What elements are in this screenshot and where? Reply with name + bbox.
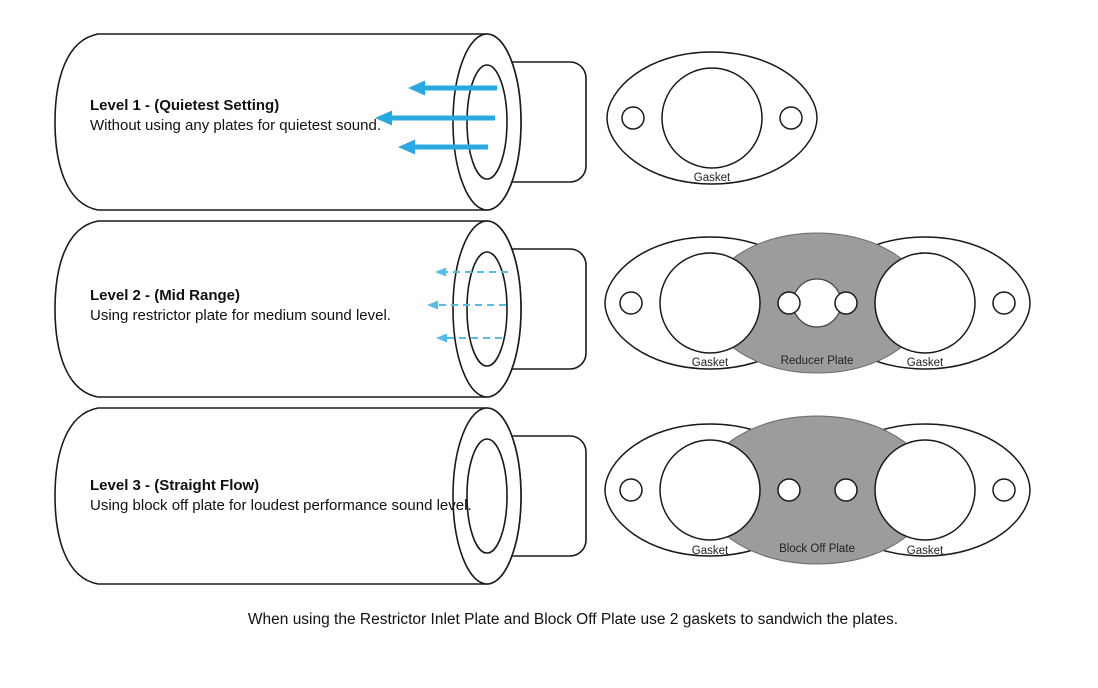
- level-2-caption: Level 2 - (Mid Range) Using restrictor p…: [90, 287, 570, 324]
- plate-label: Reducer Plate: [781, 355, 854, 367]
- plate-diagram-level-2: Gasket Reducer Plate Gasket: [604, 232, 1031, 374]
- center-hole: [874, 439, 976, 541]
- center-hole: [661, 67, 763, 169]
- muffler-illustration-level-1: [54, 33, 587, 211]
- bolt-hole: [777, 478, 801, 502]
- gasket-label: Gasket: [907, 545, 944, 557]
- flow-arrow-icon: [398, 139, 488, 155]
- center-hole: [874, 252, 976, 354]
- footer-note: When using the Restrictor Inlet Plate an…: [247, 611, 899, 628]
- gasket-shape-left: [604, 423, 816, 557]
- center-hole: [659, 439, 761, 541]
- bolt-hole: [777, 291, 801, 315]
- bolt-hole: [779, 106, 803, 130]
- plate-label: Block Off Plate: [779, 543, 855, 555]
- gasket-shape: Gasket: [606, 51, 818, 185]
- gasket-label: Gasket: [692, 545, 729, 557]
- plate-diagram-level-3: Gasket Block Off Plate Gasket: [604, 415, 1031, 565]
- level-2-title: Level 2 - (Mid Range): [90, 287, 241, 304]
- level-1-desc: Without using any plates for quietest so…: [90, 117, 382, 134]
- muffler-illustration-level-2: [54, 220, 587, 398]
- level-1-caption: Level 1 - (Quietest Setting) Without usi…: [90, 97, 570, 134]
- level-1-title: Level 1 - (Quietest Setting): [90, 97, 280, 114]
- gasket-shape-left: [604, 236, 816, 370]
- bolt-hole: [834, 291, 858, 315]
- gasket-label: Gasket: [694, 172, 731, 184]
- flow-arrow-dashed-icon: [427, 300, 506, 310]
- flow-arrow-dashed-icon: [435, 267, 508, 277]
- center-hole: [659, 252, 761, 354]
- plate-diagram-level-1: Gasket: [606, 51, 818, 185]
- level-2-desc: Using restrictor plate for medium sound …: [90, 307, 391, 324]
- flow-arrow-dashed-icon: [436, 333, 502, 343]
- gasket-label: Gasket: [907, 357, 944, 369]
- gasket-overlays: [659, 252, 976, 354]
- level-3-title: Level 3 - (Straight Flow): [90, 477, 260, 494]
- bolt-hole: [834, 478, 858, 502]
- gasket-shape-right: [819, 236, 1031, 370]
- gasket-overlays: [659, 439, 976, 541]
- bolt-hole: [619, 478, 643, 502]
- flow-arrow-icon: [408, 80, 497, 96]
- bolt-hole: [992, 291, 1016, 315]
- gasket-label: Gasket: [692, 357, 729, 369]
- level-3-desc: Using block off plate for loudest perfor…: [90, 497, 472, 514]
- flow-arrow-icon: [375, 110, 495, 126]
- bolt-hole: [619, 291, 643, 315]
- bolt-hole: [621, 106, 645, 130]
- level-3-caption: Level 3 - (Straight Flow) Using block of…: [90, 477, 570, 514]
- bolt-hole: [992, 478, 1016, 502]
- gasket-shape-right: [819, 423, 1031, 557]
